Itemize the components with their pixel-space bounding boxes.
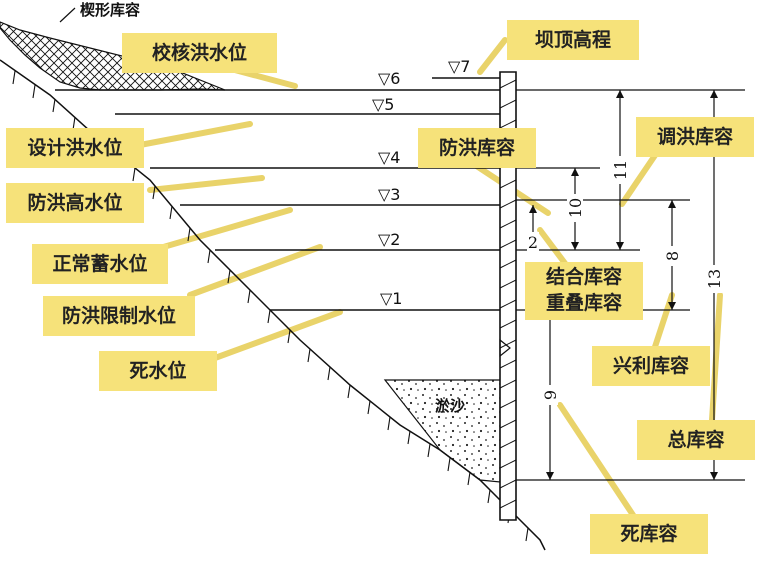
level-mark-7: ▽7	[448, 57, 470, 76]
sediment-label: 淤沙	[435, 397, 465, 415]
combined-storage-line-1: 结合库容	[545, 266, 622, 288]
level-mark-4: ▽4	[378, 148, 400, 167]
total-storage-callout: 总库容	[637, 420, 755, 460]
dim-label-2: 2	[528, 233, 538, 252]
design-flood-level-callout: 设计洪水位	[6, 128, 144, 168]
leader-total	[709, 292, 723, 423]
leader-dead-storage	[557, 402, 638, 521]
dead-level-callout: 死水位	[99, 351, 217, 391]
check-flood-level-callout: 校核洪水位	[122, 33, 277, 73]
level-mark-6: ▽6	[378, 69, 400, 88]
combined-storage-callout: 结合库容 重叠库容	[525, 262, 643, 320]
dead-storage-callout: 死库容	[590, 514, 708, 554]
leader-dead-level	[212, 309, 343, 361]
level-mark-3: ▽3	[378, 185, 400, 204]
flood-high-level-callout: 防洪高水位	[6, 183, 144, 223]
leader-dam-crest	[477, 37, 508, 75]
dim-label-10: 10	[566, 198, 585, 218]
wedge-pointer	[59, 7, 76, 23]
regulating-storage-callout: 调洪库容	[636, 117, 754, 157]
sediment-area	[383, 379, 501, 483]
flood-limit-level-callout: 防洪限制水位	[43, 296, 195, 336]
dim-label-8: 8	[663, 251, 682, 261]
wedge-storage-label: 楔形库容	[80, 1, 140, 19]
water-level-lines	[55, 77, 500, 311]
level-mark-2: ▽2	[378, 230, 400, 249]
beneficial-storage-callout: 兴利库容	[592, 346, 710, 386]
level-mark-5: ▽5	[372, 95, 394, 114]
leader-flood-limit	[187, 244, 323, 298]
leader-flood-high	[147, 175, 265, 193]
dim-label-11: 11	[611, 160, 630, 180]
leader-design-flood	[137, 121, 253, 148]
leader-normal	[157, 207, 293, 251]
flood-storage-callout: 防洪库容	[418, 128, 536, 168]
dam-body	[499, 71, 517, 521]
level-mark-1: ▽1	[380, 289, 402, 308]
dim-label-13: 13	[705, 269, 724, 289]
outlet-mark	[499, 338, 511, 358]
dim-label-9: 9	[541, 390, 560, 400]
dam-crest-callout: 坝顶高程	[507, 20, 639, 60]
normal-level-callout: 正常蓄水位	[32, 244, 168, 284]
combined-storage-line-2: 重叠库容	[545, 292, 622, 314]
dimension-arrows	[529, 90, 718, 480]
leader-regulating	[619, 145, 663, 207]
